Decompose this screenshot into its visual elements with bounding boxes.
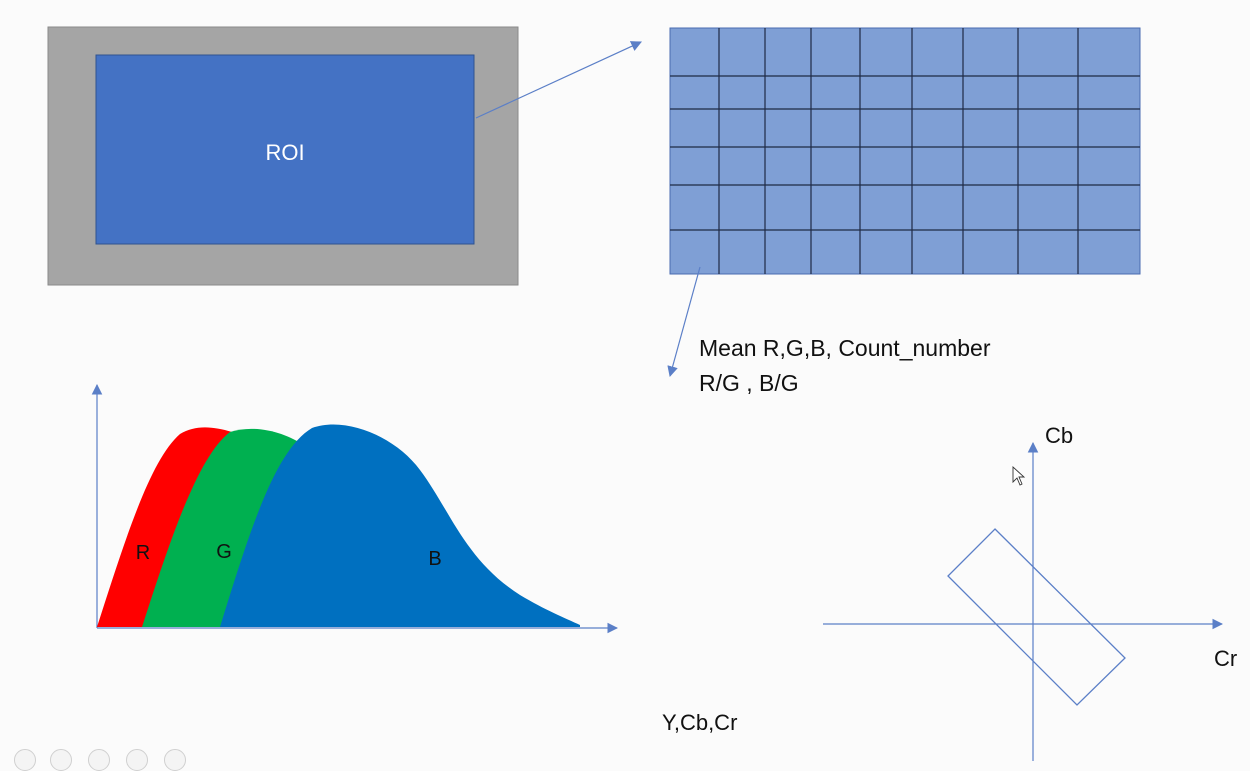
histogram-r-label: R	[136, 542, 150, 564]
stats-line-1: Mean R,G,B, Count_number	[699, 335, 991, 361]
roi-to-grid-arrow	[475, 41, 642, 119]
cb-axis-label: Cb	[1045, 423, 1073, 448]
grid-background	[669, 27, 1141, 275]
grid-lines	[670, 28, 1140, 274]
stats-line-2: R/G , B/G	[699, 370, 799, 396]
pen-icon[interactable]	[50, 749, 72, 771]
grid-to-stats-arrow	[667, 266, 701, 378]
slides-icon[interactable]	[88, 749, 110, 771]
roi-label: ROI	[265, 140, 304, 165]
cr-axis-label: Cr	[1214, 646, 1237, 671]
block-grid	[669, 27, 1141, 275]
histogram-b-curve	[220, 424, 580, 627]
prev-icon[interactable]	[14, 749, 36, 771]
zoom-icon[interactable]	[126, 749, 148, 771]
color-space-label: Y,Cb,Cr	[662, 710, 737, 735]
mouse-cursor-icon	[1012, 465, 1026, 486]
roi-box	[95, 54, 475, 245]
gray-region-box	[947, 528, 1126, 706]
more-icon[interactable]	[164, 749, 186, 771]
histogram-g-label: G	[216, 541, 232, 563]
histogram-b-label: B	[428, 548, 441, 570]
